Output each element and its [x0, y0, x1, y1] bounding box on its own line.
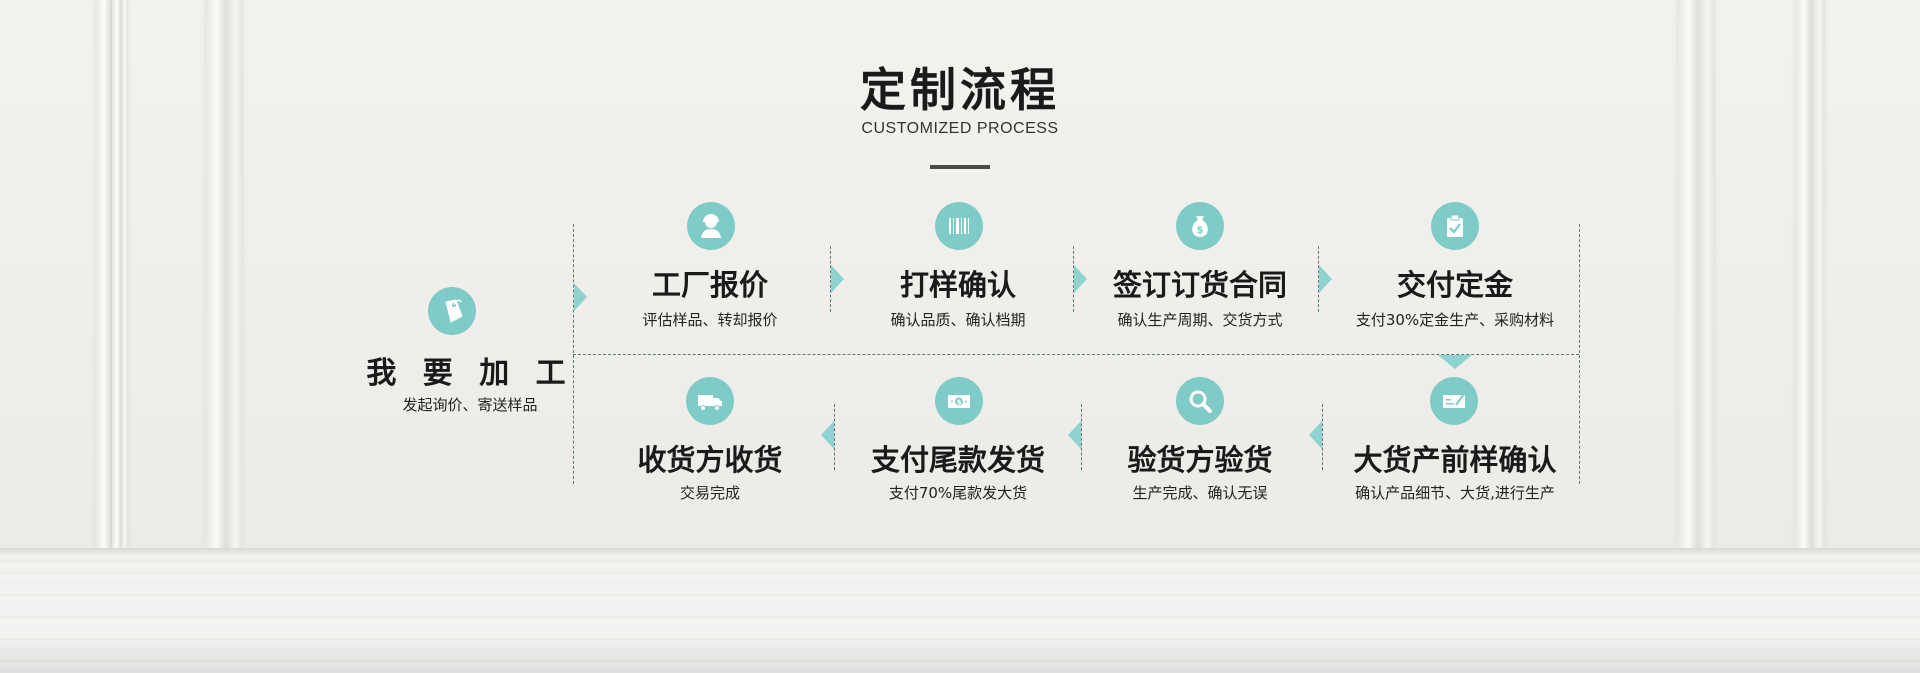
- step-name: 工厂报价: [651, 268, 768, 302]
- step-separator: [1073, 246, 1074, 312]
- step-separator: [830, 246, 831, 312]
- step-desc: 确认产品细节、大货,进行生产: [1355, 484, 1555, 502]
- flow-arrow-right: [574, 283, 587, 311]
- cheque-icon: [1430, 377, 1478, 425]
- floor-shadow: [0, 640, 1920, 673]
- page-title: 定制流程: [860, 63, 1060, 117]
- flow-right-line: [1579, 224, 1580, 484]
- step-name: 大货产前样确认: [1353, 443, 1557, 477]
- wall-pillar: [1677, 0, 1715, 548]
- step-name: 交付定金: [1396, 268, 1513, 302]
- page-subtitle: CUSTOMIZED PROCESS: [861, 120, 1059, 137]
- step-desc: 支付30%定金生产、采购材料: [1355, 311, 1555, 329]
- start-step-name: 我 要 加 工: [366, 356, 574, 391]
- flow-middle-line: [573, 354, 1579, 355]
- step-name: 验货方验货: [1127, 443, 1273, 477]
- clipboard-check-icon: [1431, 202, 1479, 250]
- step-desc: 生产完成、确认无误: [1132, 484, 1268, 502]
- flow-arrow-right: [1319, 265, 1332, 293]
- svg-text:$: $: [1197, 225, 1204, 236]
- banknote-icon: $: [935, 377, 983, 425]
- customer-service-icon: [687, 202, 735, 250]
- step-desc: 确认生产周期、交货方式: [1117, 311, 1283, 329]
- step-name: 打样确认: [899, 268, 1016, 302]
- step-separator: [1318, 246, 1319, 312]
- tag-icon: [428, 287, 476, 335]
- step-desc: 支付70%尾款发大货: [888, 484, 1028, 502]
- flow-arrow-left: [821, 421, 834, 449]
- step-separator: [1081, 404, 1082, 470]
- step-desc: 确认品质、确认档期: [890, 311, 1026, 329]
- flow-arrow-right: [831, 265, 844, 293]
- money-bag-icon: $: [1176, 202, 1224, 250]
- wall-pillar: [205, 0, 243, 548]
- start-step-desc: 发起询价、寄送样品: [402, 396, 538, 414]
- step-name: 支付尾款发货: [870, 443, 1045, 477]
- step-name: 签订订货合同: [1112, 268, 1287, 302]
- svg-text:$: $: [957, 399, 962, 407]
- flow-arrow-left: [1309, 421, 1322, 449]
- wall-pillar: [112, 0, 128, 548]
- title-divider: [930, 165, 990, 169]
- flow-arrow-right: [1074, 265, 1087, 293]
- step-separator: [1322, 404, 1323, 470]
- delivery-truck-icon: [686, 377, 734, 425]
- magnifier-icon: [1176, 377, 1224, 425]
- wall-pillar: [1795, 0, 1825, 548]
- step-separator: [834, 404, 835, 470]
- step-name: 收货方收货: [637, 443, 783, 477]
- barcode-icon: [935, 202, 983, 250]
- baseboard: [0, 548, 1920, 562]
- step-desc: 评估样品、转却报价: [642, 311, 778, 329]
- flow-arrow-left: [1068, 421, 1081, 449]
- flow-arrow-down: [1438, 355, 1472, 369]
- step-desc: 交易完成: [679, 484, 740, 502]
- floor: [0, 562, 1920, 673]
